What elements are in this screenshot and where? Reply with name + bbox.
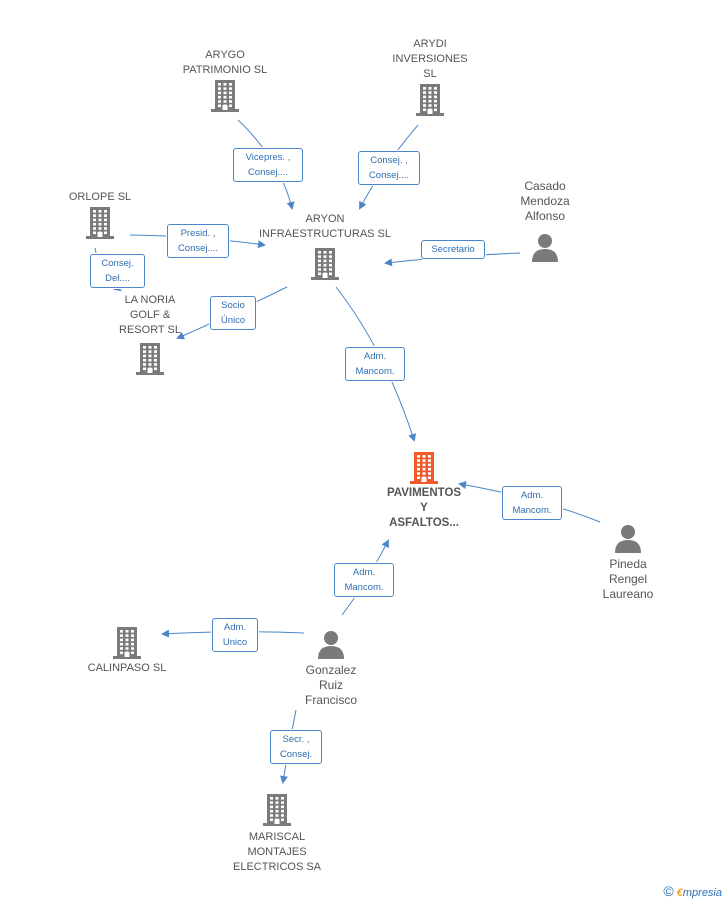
building-icon [263, 794, 291, 826]
building-icon [86, 207, 114, 239]
node-label: ORLOPE SL [68, 191, 132, 203]
building-icon [416, 84, 444, 116]
node-mariscal[interactable]: MARISCAL MONTAJES ELECTRICOS SA [225, 792, 329, 875]
node-lanoria[interactable]: LA NORIA GOLF & RESORT SL [105, 293, 195, 375]
building-icon [136, 343, 164, 375]
building-icon [113, 627, 141, 659]
node-label: Gonzalez Ruiz Francisco [304, 663, 357, 707]
node-casado[interactable]: Casado Mendoza Alfonso [505, 179, 585, 262]
building-icon [410, 452, 438, 484]
edge-label-arygo-aryon[interactable]: Vicepres. , Consej.... [233, 148, 303, 182]
edge-label-orlope-lanoria[interactable]: Consej. Del.... [90, 254, 145, 288]
brand-first: € [676, 887, 683, 899]
edge-label-gonzalez-pavimentos[interactable]: Adm. Mancom. [334, 563, 394, 597]
node-pineda[interactable]: Pineda Rengel Laureano [588, 523, 668, 602]
node-label: Pineda Rengel Laureano [602, 557, 654, 601]
edge-label-arydi-aryon[interactable]: Consej. , Consej.... [358, 151, 420, 185]
node-label: ARYON INFRAESTRUCTURAS SL [258, 213, 392, 240]
node-label: CALINPASO SL [87, 662, 167, 674]
edge-label-aryon-lanoria[interactable]: Socio Único [210, 296, 256, 330]
node-label: Casado Mendoza Alfonso [520, 179, 570, 223]
edge-label-gonzalez-calinpaso[interactable]: Adm. Unico [212, 618, 258, 652]
edge-label-aryon-pavimentos[interactable]: Adm. Mancom. [345, 347, 405, 381]
copyright-icon: © [663, 883, 674, 899]
node-calinpaso[interactable]: CALINPASO SL [80, 625, 174, 676]
node-orlope[interactable]: ORLOPE SL [55, 190, 145, 239]
node-label: ARYGO PATRIMONIO SL [182, 49, 268, 76]
node-arygo[interactable]: ARYGO PATRIMONIO SL [173, 48, 277, 112]
building-icon [311, 248, 339, 280]
node-label: MARISCAL MONTAJES ELECTRICOS SA [232, 831, 322, 873]
node-arydi[interactable]: ARYDI INVERSIONES SL [380, 37, 480, 116]
building-icon [211, 80, 239, 112]
node-label: ARYDI INVERSIONES SL [392, 38, 468, 80]
person-icon [318, 631, 344, 659]
edge-label-pineda-pavimentos[interactable]: Adm. Mancom. [502, 486, 562, 520]
person-icon [532, 234, 558, 262]
edge-label-orlope-aryon[interactable]: Presid. , Consej.... [167, 224, 229, 258]
edge-label-gonzalez-mariscal[interactable]: Secr. , Consej. [270, 730, 322, 764]
brand-rest: mpresia [682, 887, 722, 899]
edge-label-casado-aryon[interactable]: Secretario [421, 240, 485, 259]
node-gonzalez[interactable]: Gonzalez Ruiz Francisco [291, 629, 371, 708]
person-icon [615, 525, 641, 553]
node-pavimentos[interactable]: PAVIMENTOS Y ASFALTOS... [376, 450, 472, 531]
node-label: LA NORIA GOLF & RESORT SL [119, 294, 181, 336]
node-aryon[interactable]: ARYON INFRAESTRUCTURAS SL [255, 212, 395, 280]
brand-footer[interactable]: ©€mpresia [663, 883, 722, 899]
node-label: PAVIMENTOS Y ASFALTOS... [386, 487, 462, 529]
